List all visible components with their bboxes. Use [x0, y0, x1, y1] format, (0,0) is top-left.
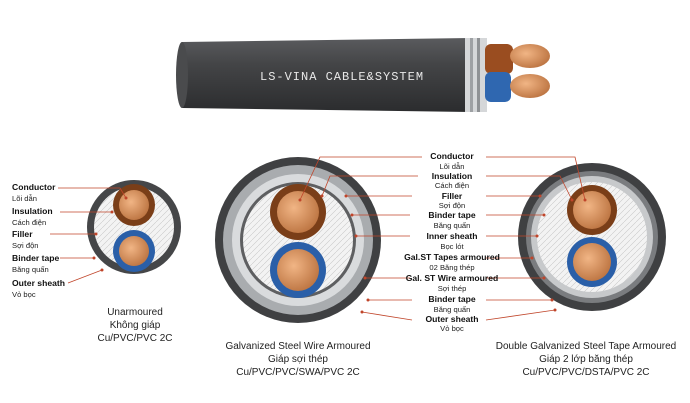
cable3-caption-line2: Giáp 2 lớp băng thép — [539, 354, 633, 365]
cable1-outer-sheath-label: Outer sheath — [12, 278, 66, 288]
cable2-cross-section — [215, 157, 381, 323]
cable1-binder-tape-label: Binder tape — [12, 253, 60, 263]
cable2-insulation-vn: Cách điện — [434, 181, 470, 190]
cable2-inner-sheath-vn: Bọc lót — [440, 242, 464, 251]
armour-wire-side — [465, 38, 487, 112]
cable3-caption-line1: Double Galvanized Steel Tape Armoured — [495, 341, 677, 352]
sheath-print: LS-VINA CABLE&SYSTEM — [260, 70, 424, 84]
cable2-filler-label: Filler — [441, 191, 463, 201]
cable2-binder-tape-vn: Băng quấn — [433, 221, 471, 230]
cable2-conductor-vn: Lõi dẫn — [439, 162, 465, 171]
cable3-tape-armour-vn: 02 Băng thép — [429, 263, 475, 272]
cable1-filler-vn: Sợi độn — [12, 241, 39, 250]
cable2-outer-sheath-label: Outer sheath — [425, 314, 479, 324]
cable2-wire-armour-vn: Sợi thép — [437, 284, 467, 293]
cable3-caption: Double Galvanized Steel Tape Armoured Gi… — [484, 340, 688, 379]
insulation-blue-side — [485, 72, 511, 102]
cable2-wire-armour-label: Gal. ST Wire armoured — [405, 273, 499, 283]
cable1-conductor-vn: Lõi dẫn — [12, 194, 37, 203]
cable2-binder-tape2-vn: Băng quấn — [433, 305, 471, 314]
cable1-outer-sheath-vn: Vỏ bọc — [12, 290, 36, 299]
cable1-caption-line1: Unarmoured — [107, 307, 163, 318]
insulation-brown-side — [485, 44, 513, 74]
leader-lines — [50, 156, 586, 321]
cable1-cross-section — [87, 180, 181, 274]
cable2-binder-tape-label: Binder tape — [428, 210, 476, 220]
conductor-side-bottom — [510, 74, 550, 98]
conductor-side-top — [510, 44, 550, 68]
cable2-caption-line2: Giáp sợi thép — [268, 354, 328, 365]
cable1-insulation-label: Insulation — [12, 206, 53, 216]
cable3-tape-armour-label: Gal.ST Tapes armoured — [404, 252, 500, 262]
cable2-caption-line3: Cu/PVC/PVC/SWA/PVC 2C — [236, 367, 360, 378]
cable2-conductor-label: Conductor — [430, 151, 474, 161]
cable2-caption-line1: Galvanized Steel Wire Armoured — [225, 341, 371, 352]
cable1-caption-line2: Không giáp — [109, 320, 161, 331]
cable2-binder-tape2-label: Binder tape — [428, 294, 476, 304]
cable2-outer-sheath-vn: Vỏ bọc — [440, 324, 464, 333]
cable-side-view: LS-VINA CABLE&SYSTEM — [176, 38, 550, 112]
cable1-caption-line3: Cu/PVC/PVC 2C — [97, 333, 173, 344]
cable1-filler-label: Filler — [12, 229, 33, 239]
cable1-caption: Unarmoured Không giáp Cu/PVC/PVC 2C — [80, 306, 190, 345]
cable2-inner-sheath-label: Inner sheath — [426, 231, 478, 241]
cable3-caption-line3: Cu/PVC/PVC/DSTA/PVC 2C — [522, 367, 650, 378]
cable1-insulation-vn: Cách điện — [12, 218, 47, 227]
leader-dots — [92, 194, 587, 314]
outer-sheath-side — [180, 38, 470, 112]
cable2-caption: Galvanized Steel Wire Armoured Giáp sợi … — [208, 340, 388, 379]
cable2-filler-vn: Sợi độn — [438, 201, 466, 210]
cable1-conductor-label: Conductor — [12, 182, 56, 192]
cable2-insulation-label: Insulation — [431, 171, 473, 181]
cable3-cross-section — [518, 163, 666, 311]
cable1-binder-tape-vn: Băng quấn — [12, 265, 49, 274]
